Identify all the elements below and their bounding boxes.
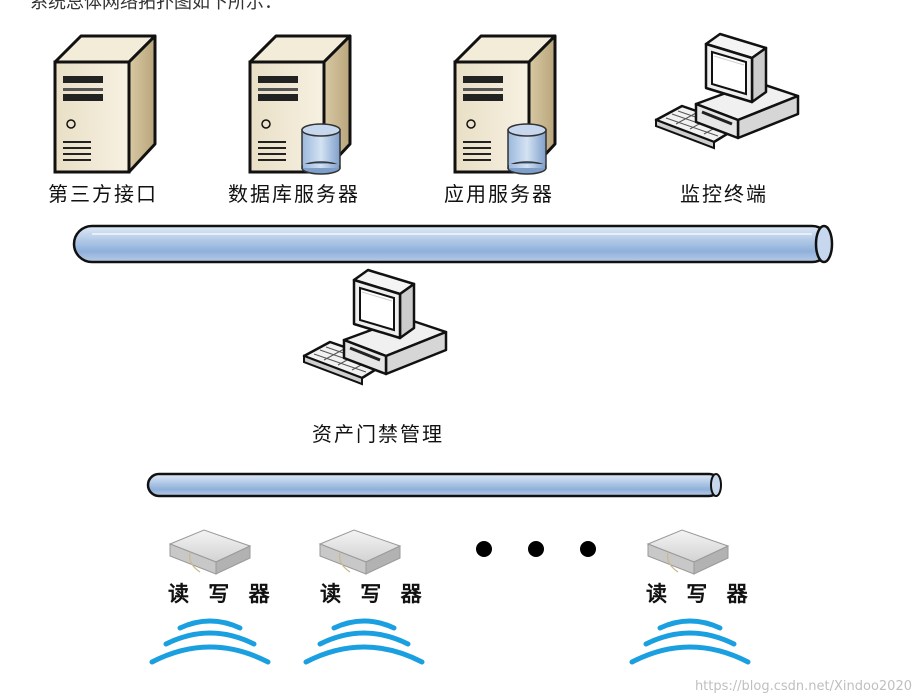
wireless-wave-icon bbox=[152, 621, 268, 662]
label-reader: 读 写 器 bbox=[320, 582, 428, 606]
label-monitoring-terminal: 监控终端 bbox=[680, 182, 768, 206]
watermark: https://blog.csdn.net/Xindoo2020 bbox=[694, 679, 912, 694]
label-application-server: 应用服务器 bbox=[444, 182, 554, 206]
database-server-icon bbox=[248, 34, 352, 175]
application-server-icon bbox=[453, 34, 557, 175]
rfid-reader-icon bbox=[169, 529, 251, 575]
rfid-reader-icon bbox=[647, 529, 729, 575]
label-reader: 读 写 器 bbox=[168, 582, 276, 606]
label-third-party-interface: 第三方接口 bbox=[48, 182, 158, 206]
label-database-server: 数据库服务器 bbox=[228, 182, 360, 206]
workstation-icon bbox=[302, 268, 448, 386]
label-access-control-management: 资产门禁管理 bbox=[312, 422, 444, 446]
rfid-reader-icon bbox=[319, 529, 401, 575]
wireless-wave-icon bbox=[306, 621, 422, 662]
server-icon bbox=[53, 34, 157, 174]
network-bus-bottom bbox=[146, 472, 722, 498]
workstation-icon bbox=[654, 32, 800, 150]
diagram-caption: 系统总体网络拓扑图如下所示： bbox=[30, 0, 282, 13]
database-icon bbox=[507, 123, 547, 175]
network-bus-top bbox=[72, 224, 834, 264]
wireless-wave-icon bbox=[632, 621, 748, 662]
database-icon bbox=[301, 123, 341, 175]
label-reader: 读 写 器 bbox=[646, 582, 754, 606]
more-readers-ellipsis bbox=[476, 541, 596, 557]
